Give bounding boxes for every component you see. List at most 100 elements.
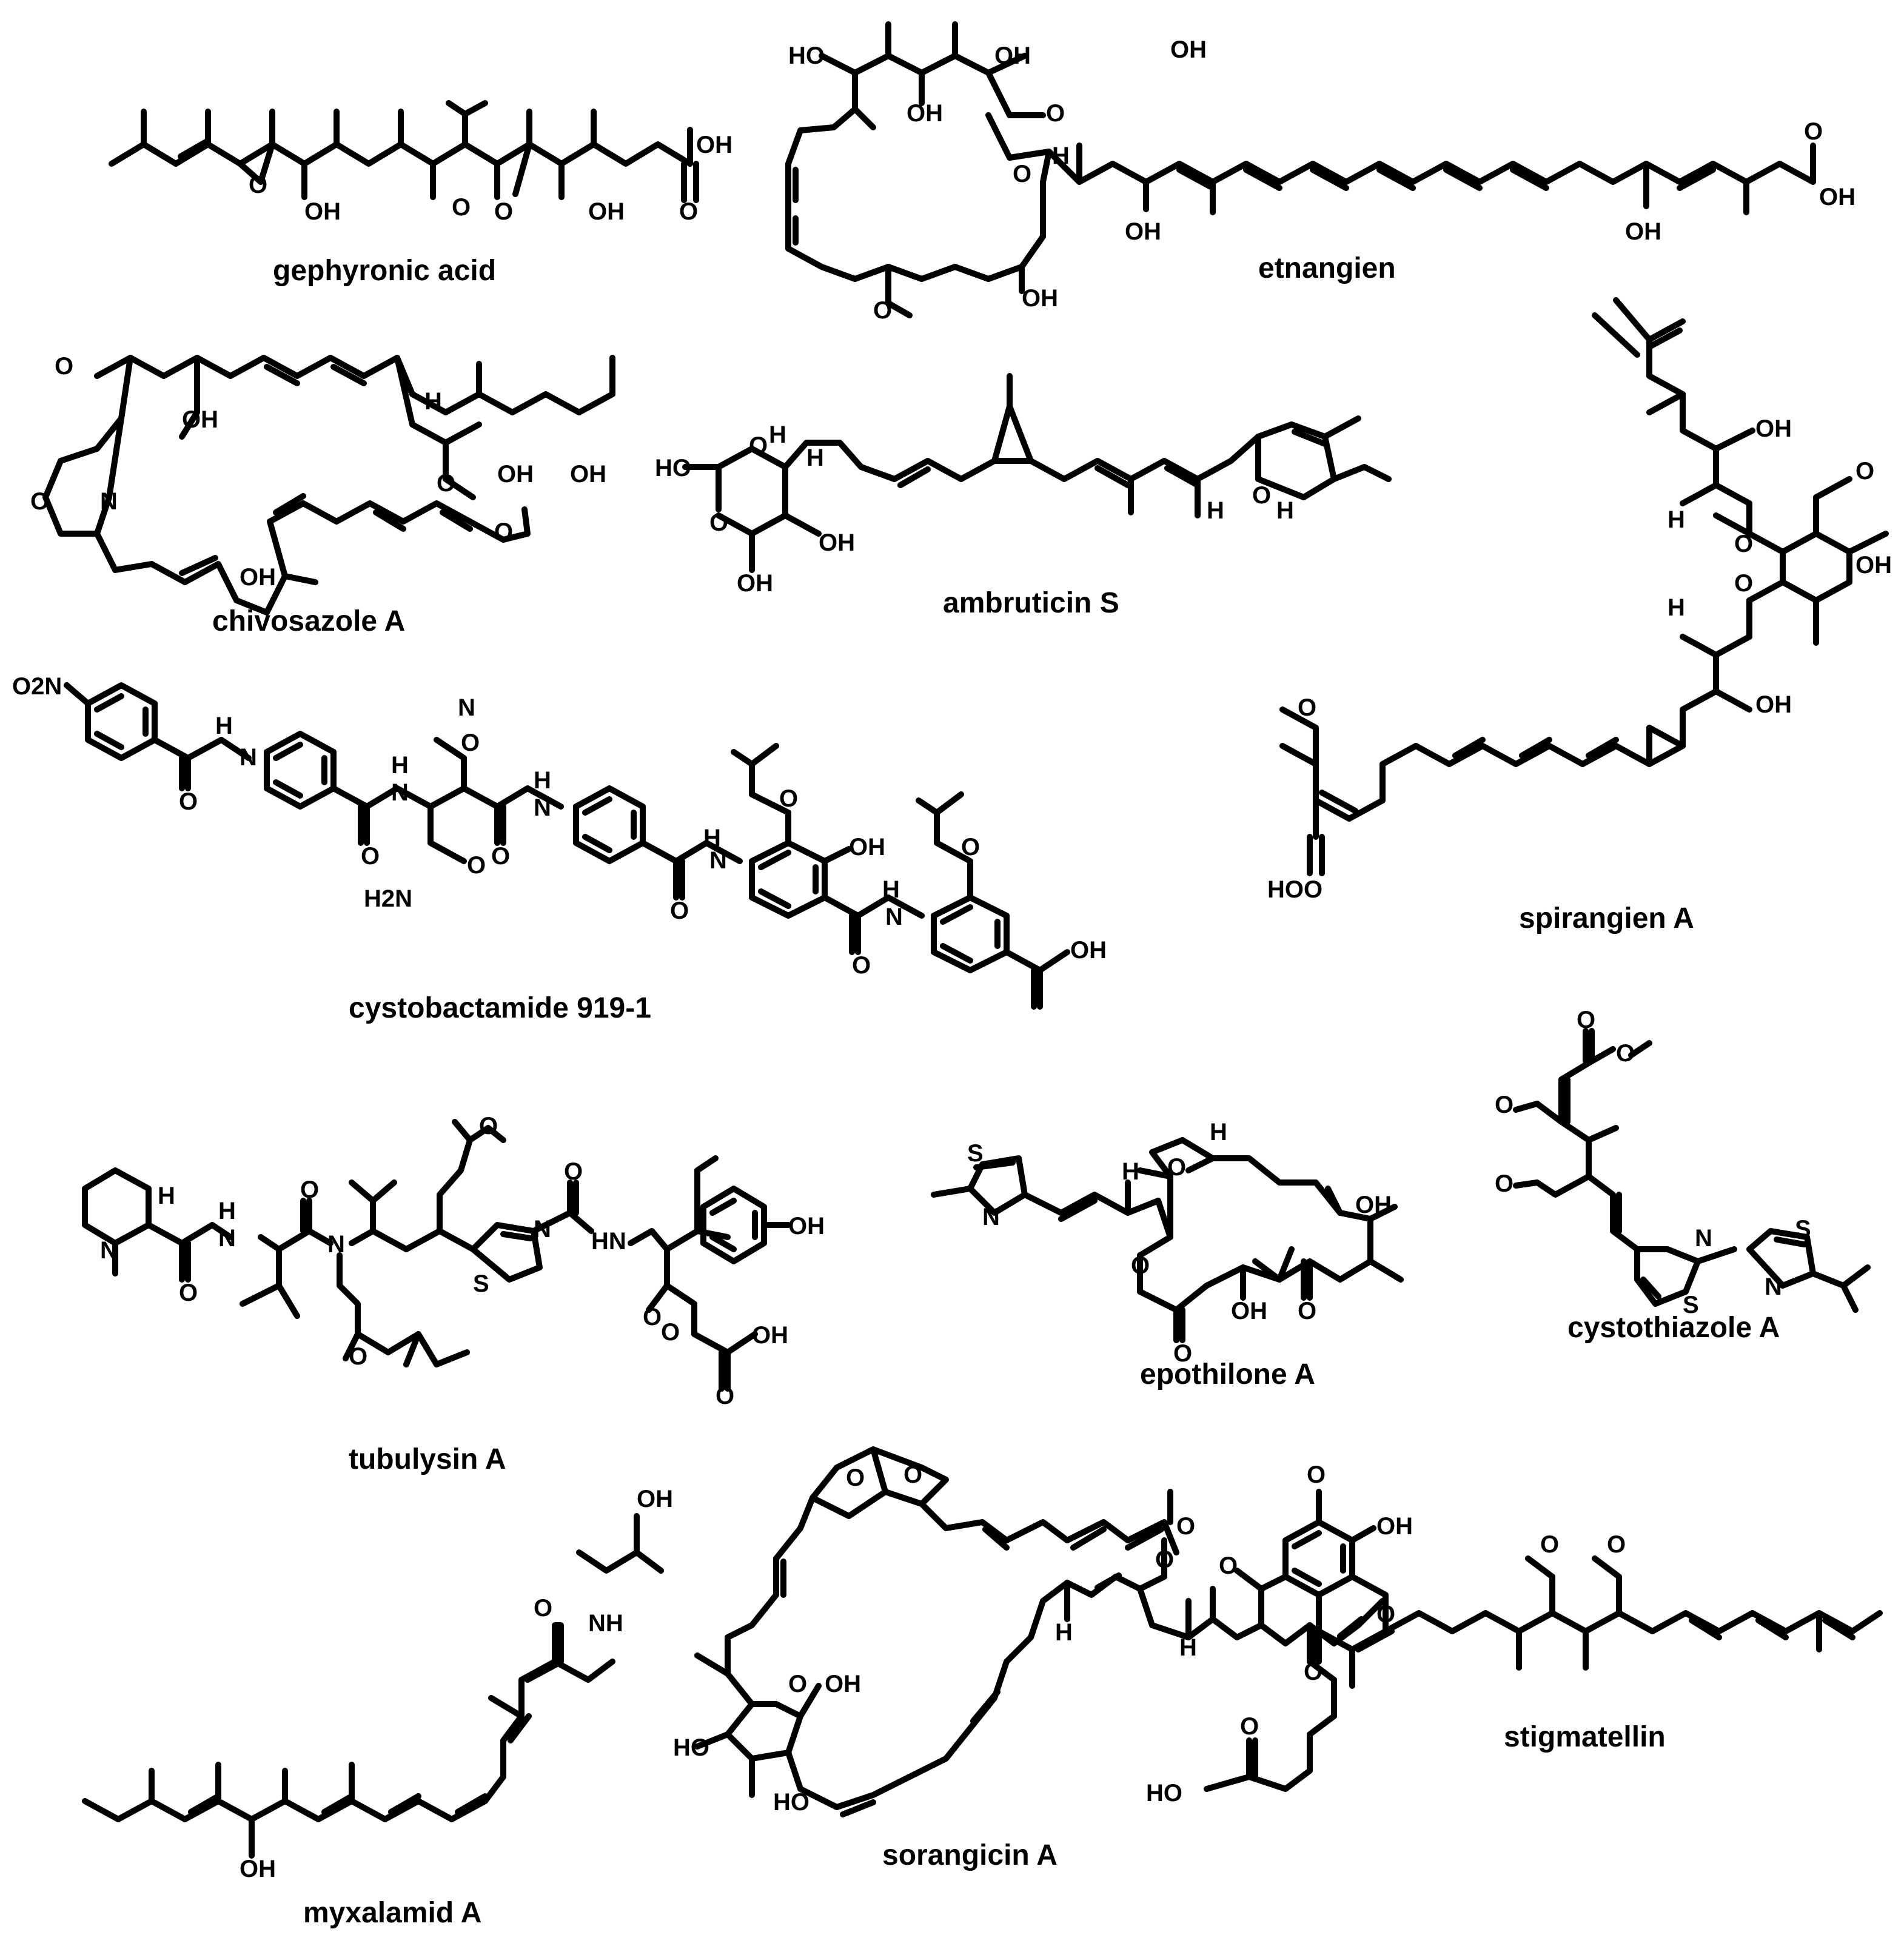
atom-label: N [391, 779, 409, 806]
compound-name: etnangien [1258, 252, 1396, 284]
atom-label: N [100, 488, 118, 515]
atom-label: O [179, 788, 198, 815]
atom-label: OH [819, 529, 855, 556]
atom-label: N [327, 1231, 345, 1258]
atom-label: H [215, 713, 233, 739]
atom-label: HO [673, 1734, 709, 1761]
structure-ambruticin-s: HO O OH OH O O H H H H ambruticin S [655, 373, 1392, 619]
atom-label: O [1298, 1298, 1316, 1324]
compound-name: gephyronic acid [273, 255, 496, 287]
atom-label: H [1668, 594, 1685, 621]
atom-label: H [769, 421, 786, 448]
structure-myxalamid-a: OH O NH OH myxalamid A [82, 1486, 673, 1929]
structure-sorangicin-a: O O O O O HO OH HO H H HO O sorangicin A [673, 1446, 1386, 1871]
atom-label: S [1683, 1292, 1699, 1318]
compound-name: myxalamid A [303, 1897, 481, 1929]
atom-label: OH [304, 198, 341, 225]
atom-label: S [1795, 1216, 1811, 1243]
atom-label: O [1734, 531, 1753, 557]
atom-label: O [1855, 458, 1874, 485]
atom-label: OH [907, 100, 943, 127]
atom-label: O [1304, 876, 1322, 903]
atom-label: OH [696, 132, 732, 158]
atom-label: N [885, 904, 903, 930]
atom-label: O [779, 785, 798, 812]
atom-label: O [788, 1671, 807, 1697]
atom-label: O [461, 730, 480, 756]
atom-label: N [218, 1225, 236, 1252]
atom-label: O [1219, 1552, 1238, 1579]
atom-label: N [534, 794, 551, 821]
atom-label: H [703, 825, 721, 851]
atom-label: OH [1855, 552, 1892, 579]
atom-label: OH [1819, 184, 1855, 210]
atom-label: N [1695, 1225, 1712, 1252]
compound-name: spirangien A [1519, 902, 1694, 934]
atom-label: O [852, 952, 871, 979]
atom-label: O [749, 432, 768, 459]
atom-label: OH [737, 570, 773, 597]
atom-label: O [1013, 161, 1031, 187]
atom-label: HO [773, 1789, 810, 1816]
atom-label: O [491, 843, 510, 870]
atom-label: H [534, 767, 551, 794]
atom-label: O [179, 1280, 198, 1306]
structure-chivosazole-a: O OH O N H O OH OH OH O chivosazole A [30, 353, 615, 637]
atom-label: OH [994, 42, 1031, 69]
atom-label: OH [637, 1486, 673, 1512]
atom-label: O [30, 488, 49, 515]
atom-label: O [1376, 1601, 1395, 1628]
atom-label: O [249, 172, 267, 198]
atom-label: H [1276, 497, 1294, 524]
atom-label: OH [588, 198, 625, 225]
atom-label: O [1616, 1040, 1635, 1067]
atom-label: H [882, 876, 900, 903]
structure-cystobactamide-919-1: O2N H N O O N H N O H2N O O N H O OH H N… [12, 673, 1107, 1024]
atom-label: N [240, 744, 257, 771]
atom-label: HO [788, 42, 825, 69]
atom-label: H [1122, 1158, 1139, 1185]
compound-name: ambruticin S [943, 587, 1119, 619]
atom-label: OH [1755, 691, 1792, 718]
structure-gephyronic-acid: O OH O O OH OH O gephyronic acid [109, 100, 732, 287]
atom-label: O [361, 843, 380, 870]
atom-label: O [643, 1304, 662, 1330]
atom-label: O [494, 518, 513, 545]
atom-label: O [564, 1158, 583, 1185]
atom-label: OH [1170, 36, 1207, 63]
atom-label: HO [655, 455, 691, 481]
atom-label: OH [788, 1213, 825, 1240]
atom-label: OH [1376, 1513, 1413, 1540]
atom-label: H [1668, 506, 1685, 533]
atom-label: H [1179, 1634, 1197, 1661]
atom-label: H [1055, 1619, 1073, 1646]
atom-label: OH [1231, 1298, 1267, 1324]
atom-label: N [100, 1237, 118, 1264]
atom-label: O [873, 297, 892, 324]
compound-name: epothilone A [1140, 1358, 1315, 1391]
atom-label: H [1207, 497, 1224, 524]
atom-label: O [1804, 118, 1823, 145]
atom-label: O [846, 1465, 865, 1491]
atom-label: H2N [364, 885, 412, 912]
atom-label: S [967, 1140, 984, 1167]
compound-name: tubulysin A [349, 1443, 506, 1475]
atom-label: O [1173, 1340, 1192, 1367]
atom-label: OH [182, 406, 218, 433]
compound-name: stigmatellin [1504, 1721, 1666, 1753]
atom-label: O [716, 1383, 734, 1409]
atom-label: OH [240, 564, 276, 591]
atom-label: O [1240, 1713, 1259, 1740]
atom-label: O [1176, 1513, 1195, 1540]
atom-label: OH [1125, 218, 1161, 245]
atom-label: OH [1625, 218, 1661, 245]
atom-label: O [534, 1595, 552, 1622]
atom-label: NH [588, 1610, 623, 1637]
atom-label: O [1495, 1170, 1513, 1197]
atom-label: H [158, 1183, 175, 1209]
atom-label: O [1307, 1461, 1326, 1488]
atom-label: O [494, 198, 513, 225]
atom-label: O [1577, 1007, 1595, 1033]
compound-name: chivosazole A [212, 605, 405, 637]
